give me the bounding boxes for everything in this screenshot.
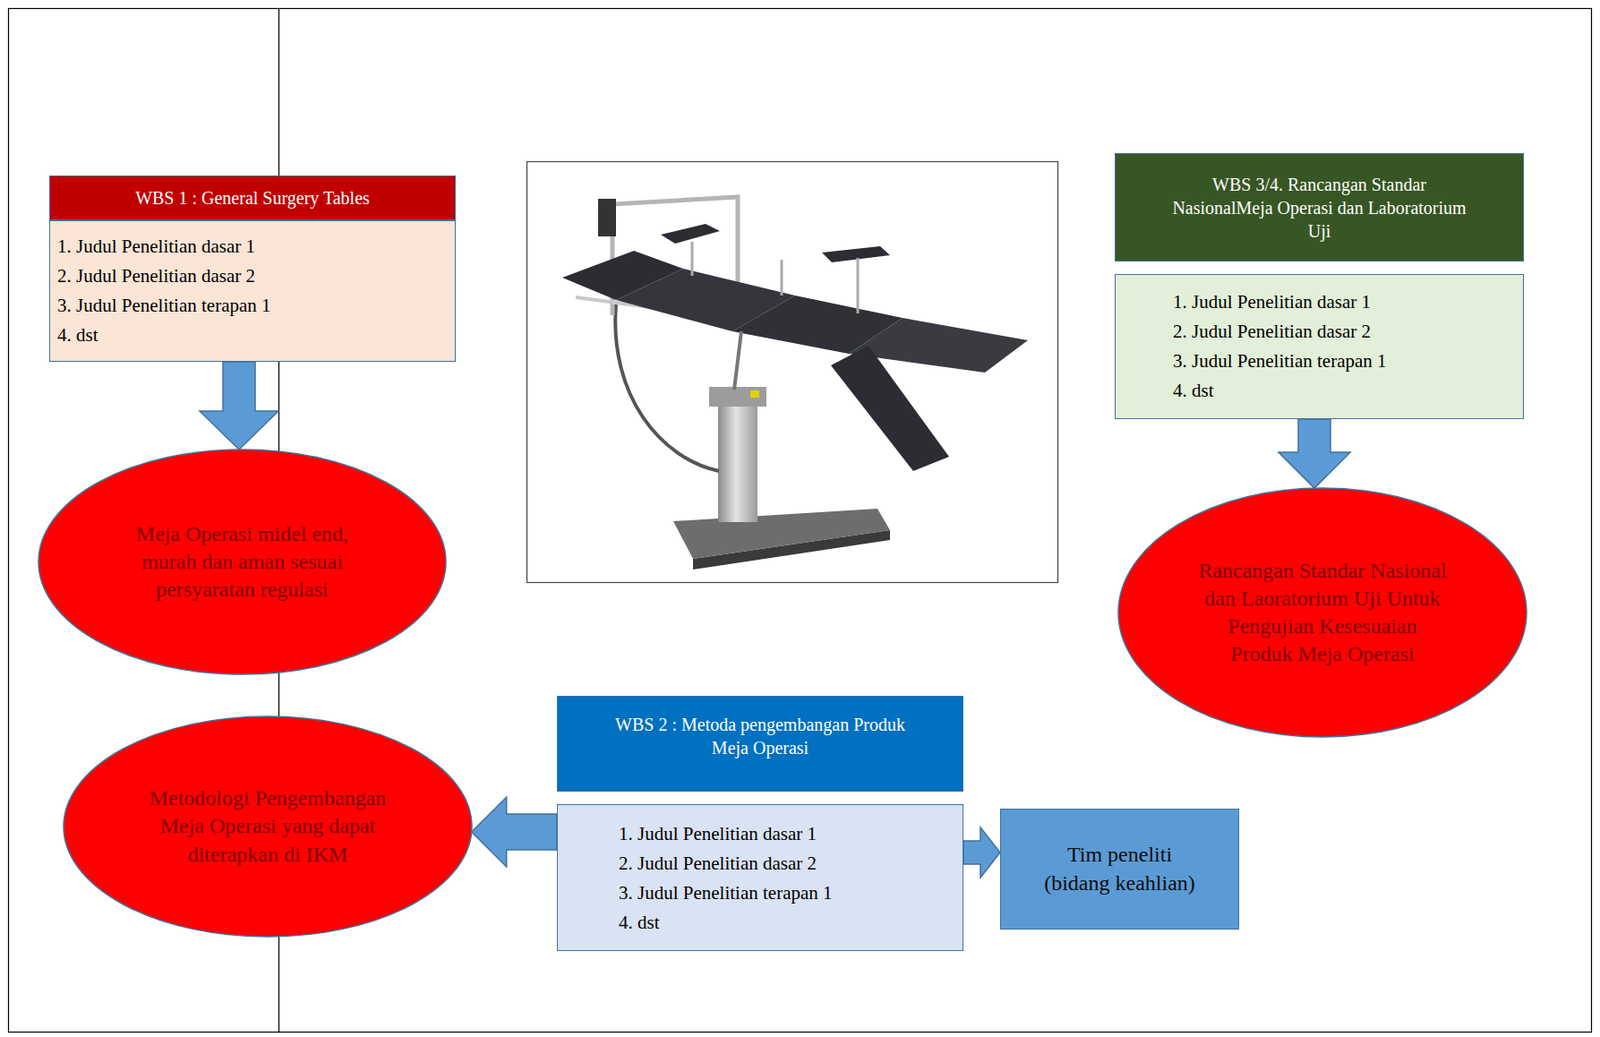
ellipse-label: Metodologi Pengembangan Meja Operasi yan… [146, 784, 389, 869]
block-arrow [199, 361, 279, 450]
wbs-body: 1. Judul Penelitian dasar 12. Judul Pene… [1114, 273, 1524, 420]
research-item: 4. dst [618, 907, 945, 938]
table-base [673, 508, 890, 559]
team-box: Tim peneliti (bidang keahlian) [1000, 808, 1240, 930]
result-ellipse: Metodologi Pengembangan Meja Operasi yan… [63, 716, 472, 937]
ellipse-outline [63, 716, 472, 937]
ellipse-text-area: Metodologi Pengembangan Meja Operasi yan… [63, 716, 472, 937]
ellipse-text-area: Rancangan Standar Nasional dan Laoratori… [1118, 487, 1527, 737]
result-ellipse: Rancangan Standar Nasional dan Laoratori… [1118, 487, 1527, 737]
holder-post [780, 259, 784, 296]
outer-border [8, 8, 1592, 1033]
wbs-heading: WBS 1 : General Surgery Tables [135, 186, 370, 210]
arm-rest [660, 223, 720, 244]
support-arm [734, 331, 742, 390]
holder-post [856, 257, 860, 314]
block-arrow [1278, 419, 1351, 488]
column-head [709, 386, 767, 407]
research-item: 3. Judul Penelitian terapan 1 [1172, 346, 1506, 377]
wbs-body: 1. Judul Penelitian dasar 12. Judul Pene… [49, 220, 456, 362]
block-arrow [963, 827, 1001, 878]
wbs-header: WBS 1 : General Surgery Tables [49, 175, 456, 221]
cable [615, 304, 719, 471]
wbs-block: WBS 2 : Metoda pengembangan Produk Meja … [556, 695, 964, 951]
wbs-heading: WBS 3/4. Rancangan Standar NasionalMeja … [1160, 172, 1479, 243]
wbs-block: WBS 3/4. Rancangan Standar NasionalMeja … [1114, 153, 1524, 420]
table-column [718, 401, 758, 522]
research-item: 3. Judul Penelitian terapan 1 [57, 290, 445, 321]
arm-rest [821, 246, 890, 263]
research-item: 2. Judul Penelitian dasar 2 [1172, 316, 1506, 347]
research-item: 4. dst [1172, 376, 1506, 406]
holder-post [691, 241, 694, 276]
screen-clamp [598, 198, 617, 237]
wbs-block: WBS 1 : General Surgery Tables 1. Judul P… [49, 175, 456, 362]
research-item: 2. Judul Penelitian dasar 2 [618, 848, 945, 879]
ellipse-label: Rancangan Standar Nasional dan Laoratori… [1197, 556, 1448, 669]
ellipse-outline [38, 449, 446, 675]
research-item: 4. dst [57, 320, 445, 351]
wbs-header: WBS 2 : Metoda pengembangan Produk Meja … [556, 695, 964, 792]
research-item: 3. Judul Penelitian terapan 1 [618, 878, 945, 908]
column-label [750, 390, 760, 398]
ellipse-label: Meja Operasi midel end, murah dan aman s… [117, 520, 368, 605]
ellipse-text-area: Meja Operasi midel end, murah dan aman s… [38, 449, 446, 675]
research-item: 1. Judul Penelitian dasar 1 [618, 819, 945, 849]
leg-plate [830, 345, 950, 471]
research-item: 2. Judul Penelitian dasar 2 [57, 261, 445, 291]
box-label: Tim peneliti (bidang keahlian) [1035, 840, 1206, 897]
wbs-header: WBS 3/4. Rancangan Standar NasionalMeja … [1114, 153, 1524, 262]
block-arrow [471, 796, 557, 867]
research-item: 1. Judul Penelitian dasar 1 [1172, 287, 1506, 317]
operating-table-photo [562, 196, 1028, 570]
result-ellipse: Meja Operasi midel end, murah dan aman s… [38, 449, 446, 675]
wbs-body: 1. Judul Penelitian dasar 12. Judul Pene… [556, 804, 964, 951]
photo-frame [527, 162, 1059, 583]
ellipse-outline [1118, 487, 1527, 737]
wbs-heading: WBS 2 : Metoda pengembangan Produk Meja … [602, 712, 918, 760]
ellipse-shape [1118, 487, 1527, 737]
research-item: 1. Judul Penelitian dasar 1 [57, 231, 445, 262]
